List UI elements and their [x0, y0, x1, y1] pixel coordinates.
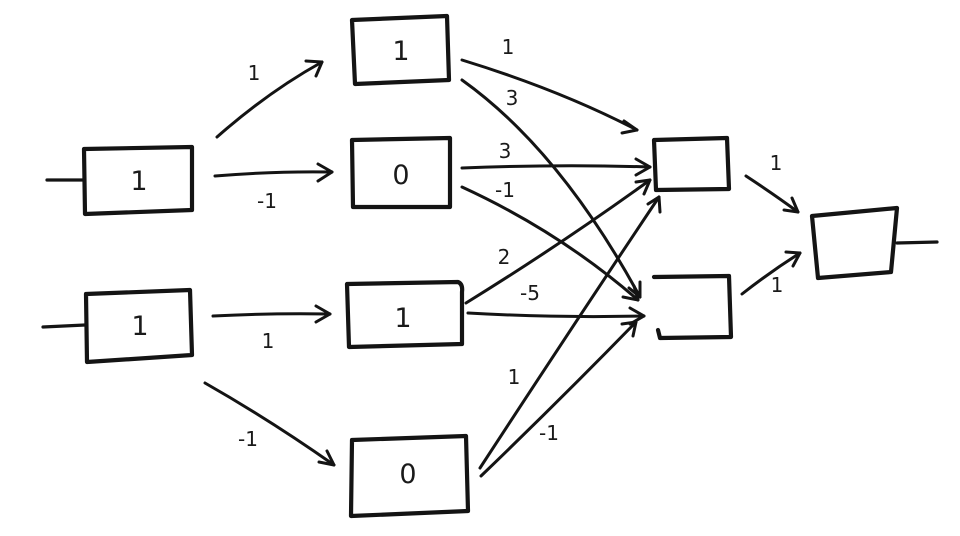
weight-h2-o2: -1 — [495, 178, 515, 202]
weight-in1-h2: -1 — [257, 189, 277, 213]
node-o1 — [651, 135, 732, 193]
edge-h3-o2 — [466, 306, 646, 326]
weight-o1-final: 1 — [770, 151, 783, 175]
node-h2: 0 — [349, 135, 453, 210]
node-in2: 1 — [83, 287, 195, 365]
node-in1: 1 — [81, 144, 195, 217]
edge-o2-final — [740, 250, 802, 296]
input-line-2 — [41, 323, 87, 329]
weight-h1-o2: 3 — [506, 86, 519, 110]
node-in1-value: 1 — [130, 166, 147, 197]
weight-h3-o1: 2 — [498, 245, 511, 269]
node-in2-value: 1 — [131, 311, 148, 342]
node-h3: 1 — [344, 279, 465, 350]
weight-h4-o1: 1 — [508, 365, 521, 389]
edge-in2-h3 — [211, 304, 332, 324]
node-h4-value: 0 — [399, 459, 416, 490]
edge-in2-h4 — [203, 381, 336, 467]
weight-in1-h1: 1 — [248, 61, 261, 85]
weight-in2-h3: 1 — [262, 329, 275, 353]
node-h1-value: 1 — [392, 36, 409, 67]
node-o2 — [651, 273, 734, 341]
edge-h3-o1 — [464, 178, 652, 305]
weight-h4-o2: -1 — [539, 421, 559, 445]
edge-h1-o1 — [460, 58, 639, 135]
node-h3-value: 1 — [394, 303, 411, 334]
output-line — [895, 240, 939, 245]
edge-h4-o2 — [479, 320, 638, 478]
weight-h1-o1: 1 — [502, 35, 515, 59]
node-final — [809, 205, 900, 281]
edge-in1-h2 — [213, 162, 334, 183]
edge-h1-o2 — [460, 78, 642, 299]
weight-h2-o1: 3 — [499, 139, 512, 163]
edge-in1-h1 — [215, 59, 324, 139]
weight-h3-o2: -5 — [520, 281, 540, 305]
edge-h2-o2 — [460, 185, 640, 302]
node-h4: 0 — [348, 433, 471, 519]
weight-o2-final: 1 — [771, 273, 784, 297]
node-h2-value: 0 — [392, 160, 409, 191]
weight-in2-h4: -1 — [238, 427, 258, 451]
edge-o1-final — [744, 174, 800, 214]
edge-h4-o1 — [478, 195, 662, 470]
node-h1: 1 — [349, 13, 452, 87]
edge-h2-o1 — [460, 157, 652, 177]
